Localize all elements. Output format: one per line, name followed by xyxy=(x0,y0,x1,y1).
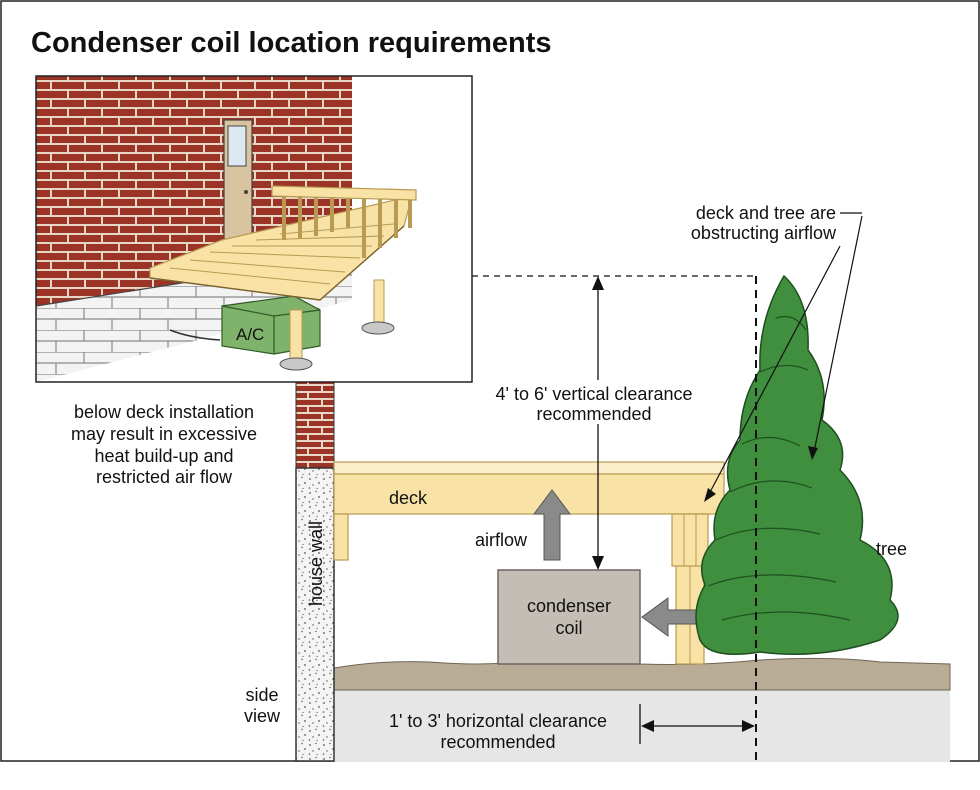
deck-top-board xyxy=(333,461,725,475)
airflow-up-arrow xyxy=(533,489,571,561)
inset-border xyxy=(35,75,473,383)
condenser-label-line1: condenser xyxy=(527,596,611,616)
vertical-clearance-line2: recommended xyxy=(536,404,651,424)
ground-surface xyxy=(333,657,951,691)
horizontal-clearance-line2: recommended xyxy=(440,732,555,752)
below-deck-line2: may result in excessive xyxy=(71,424,257,444)
deck-post-cap xyxy=(671,513,709,567)
page-title: Condenser coil location requirements xyxy=(31,27,552,59)
obstruction-leader-deck xyxy=(707,245,841,497)
airflow-label: airflow xyxy=(475,530,528,550)
tree xyxy=(695,274,899,655)
inset-ac-label: A/C xyxy=(236,325,264,344)
obstruction-label-line1: deck and tree are xyxy=(696,203,836,223)
house-wall-foundation xyxy=(295,467,335,762)
side-view-label-line1: side xyxy=(245,685,278,705)
house-wall-brick xyxy=(295,381,335,469)
horizontal-clearance-line1: 1' to 3' horizontal clearance xyxy=(389,711,607,731)
condenser-label-line2: coil xyxy=(555,618,582,638)
tree-label: tree xyxy=(876,539,907,559)
side-view-label-line2: view xyxy=(244,706,281,726)
deck-beam xyxy=(333,473,725,515)
vertical-clearance-line1: 4' to 6' vertical clearance xyxy=(496,384,693,404)
inset-illustration: A/C xyxy=(36,76,472,382)
below-deck-line4: restricted air flow xyxy=(96,467,233,487)
below-deck-line3: heat build-up and xyxy=(94,446,233,466)
soil-below-grade xyxy=(334,688,950,762)
deck-post-left xyxy=(333,513,349,561)
below-deck-line1: below deck installation xyxy=(74,402,254,422)
obstruction-label-line2: obstructing airflow xyxy=(691,223,837,243)
condenser-coil-box xyxy=(497,569,641,665)
deck-label: deck xyxy=(389,488,428,508)
house-wall-label: house wall xyxy=(306,521,326,606)
obstruction-leader-tree xyxy=(813,215,863,453)
